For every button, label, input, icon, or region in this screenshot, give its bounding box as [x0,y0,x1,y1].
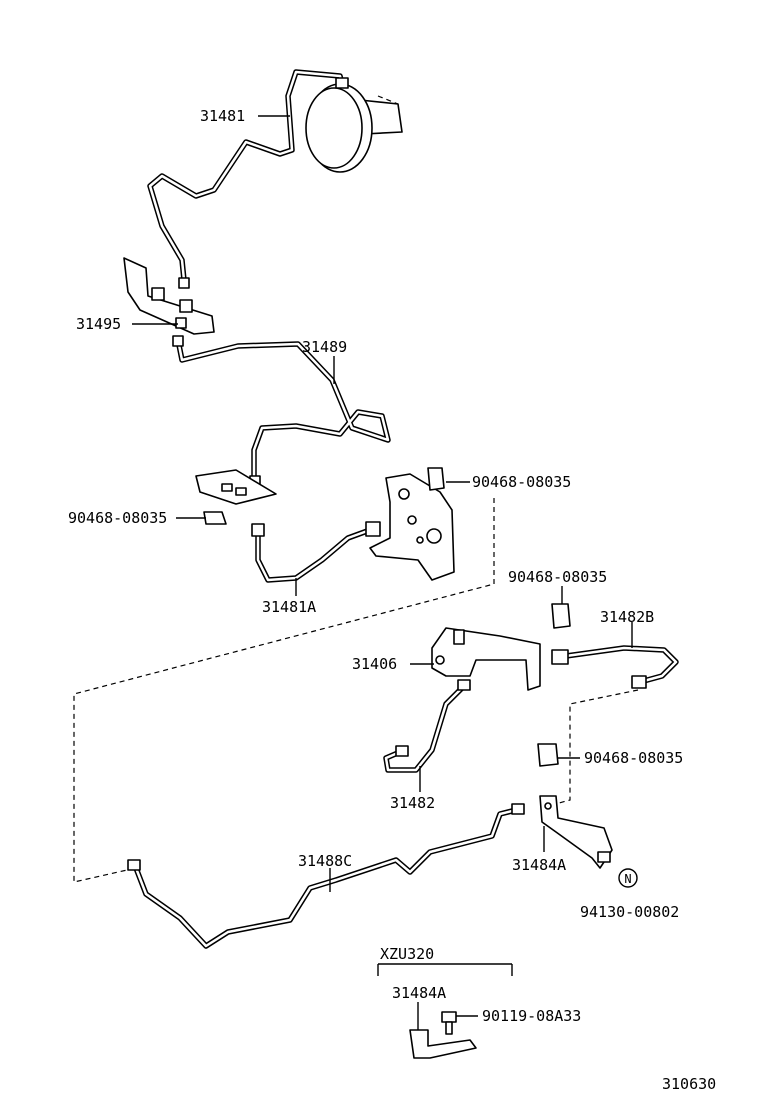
label-31484A-model: 31484A [392,984,446,1002]
pipe-bracket-plate [195,469,277,505]
diagram-id: 310630 [662,1075,716,1093]
label-clip-lower-right: 90468-08035 [584,749,683,767]
clip-top-right [427,467,445,491]
label-31495: 31495 [76,315,121,333]
clip-left [203,511,227,525]
new-part-marker: N [618,868,638,888]
hose-31481A [251,521,381,583]
label-31482B: 31482B [600,608,654,626]
pipe-31489 [172,335,391,487]
pipe-31488C [127,803,525,949]
bracket-31484A [539,795,613,869]
label-31406: 31406 [352,655,397,673]
bracket-31406 [431,627,541,691]
label-31482: 31482 [390,794,435,812]
leader-lines [132,115,633,1030]
model-inset [377,963,513,1059]
dash-to-bracket [547,689,639,807]
label-31484A: 31484A [512,856,566,874]
pipe-31481 [147,69,349,289]
n-marker-label: N [624,872,631,886]
label-31481A: 31481A [262,598,316,616]
frame-bracket [369,473,455,581]
label-model-xzu320: XZU320 [380,945,434,963]
label-31481: 31481 [200,107,245,125]
label-31489: 31489 [302,338,347,356]
label-clip-top-right: 90468-08035 [472,473,571,491]
label-90119-08A33: 90119-08A33 [482,1007,581,1025]
hose-31482B [551,645,679,689]
label-31488C: 31488C [298,852,352,870]
label-94130-00802: 94130-00802 [580,903,679,921]
clip-lower-right [537,743,559,767]
master-cylinder [305,83,403,173]
pipe-31482 [383,679,471,773]
reference-dash-line [73,498,495,883]
clip-mid-right [551,603,571,629]
label-clip-left: 90468-08035 [68,509,167,527]
label-clip-mid-right: 90468-08035 [508,568,607,586]
union-31495 [123,257,215,335]
